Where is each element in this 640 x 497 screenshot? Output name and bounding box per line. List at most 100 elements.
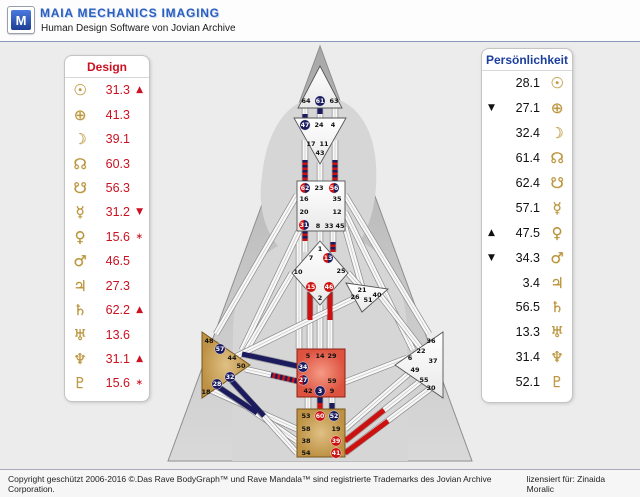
- design-row-mercury: ☿31.2▼: [65, 200, 149, 224]
- pluto-glyph-icon: ♇: [73, 374, 87, 393]
- gate-49: 49: [410, 366, 420, 374]
- gate-15-activation-circle: [305, 281, 317, 293]
- gate-36: 36: [426, 337, 436, 345]
- pers-row-mars: ▼34.3♂: [482, 245, 572, 270]
- gate-26: 26: [350, 293, 360, 301]
- gate-3-activation-circle: [314, 385, 326, 397]
- gate-39-activation-circle: [330, 435, 342, 447]
- gate-40: 40: [372, 291, 382, 299]
- pers-value-saturn: 56.5: [515, 300, 540, 315]
- gate-18: 18: [201, 388, 211, 396]
- design-row-mars: ♂46.5: [65, 249, 149, 273]
- gate-25: 25: [336, 267, 346, 275]
- gate-37: 37: [428, 357, 437, 365]
- gate-64: 64: [301, 97, 311, 105]
- gate-30: 30: [426, 384, 436, 392]
- app-subtitle: Human Design Software von Jovian Archive: [41, 23, 236, 34]
- gate-63: 63: [329, 97, 338, 105]
- design-panel: Design ☉31.3▲⊕41.3☽39.1☊60.3☋56.3☿31.2▼♀…: [64, 55, 150, 402]
- design-value-sun: 31.3: [105, 83, 130, 98]
- gate-31: 31: [300, 222, 309, 229]
- pers-value-uranus: 13.3: [515, 325, 540, 340]
- mercury-glyph-icon: ☿: [75, 203, 85, 222]
- gate-1: 1: [318, 245, 323, 253]
- design-value-moon: 39.1: [105, 132, 130, 147]
- gate-38: 38: [301, 437, 311, 445]
- gate-19: 19: [331, 425, 341, 433]
- pers-row-south-node: 62.4☋: [482, 171, 572, 196]
- gate-55: 55: [419, 376, 429, 384]
- head-center: [297, 65, 343, 109]
- gate-54: 54: [301, 449, 311, 457]
- gate-57-activation-circle: [214, 343, 226, 355]
- copyright-text: Copyright geschützt 2006-2016 ©.Das Rave…: [8, 473, 492, 494]
- pers-value-neptune: 31.4: [515, 350, 540, 365]
- gate-9: 9: [330, 387, 335, 395]
- pers-row-pluto: 52.1♇: [482, 370, 572, 395]
- gate-31-activation-circle: [298, 219, 310, 231]
- sun-glyph-icon: ☉: [73, 81, 87, 100]
- gate-27: 27: [299, 377, 308, 384]
- design-marker-sun: ▲: [136, 85, 143, 96]
- gate-60: 60: [316, 413, 325, 420]
- gate-44: 44: [227, 354, 237, 362]
- uranus-glyph-icon: ♅: [73, 325, 87, 344]
- design-value-south-node: 56.3: [105, 180, 130, 195]
- pers-row-earth: ▼27.1⊕: [482, 96, 572, 121]
- app-title: MAIA MECHANICS IMAGING: [40, 6, 220, 20]
- jupiter-glyph-icon: ♃: [73, 276, 87, 295]
- earth-glyph-icon: ⊕: [550, 99, 564, 118]
- personality-panel: Persönlichkeit 28.1☉▼27.1⊕32.4☽61.4☊62.4…: [481, 48, 573, 403]
- gate-53: 53: [301, 412, 310, 420]
- earth-glyph-icon: ⊕: [73, 105, 87, 124]
- gate-12: 12: [332, 208, 341, 216]
- gate-50: 50: [236, 362, 246, 370]
- pers-value-jupiter: 3.4: [522, 275, 540, 290]
- gate-47: 47: [301, 122, 310, 129]
- gate-11: 11: [319, 140, 329, 148]
- gate-4: 4: [331, 121, 336, 129]
- gate-61-activation-circle: [314, 95, 326, 107]
- pers-row-jupiter: 3.4♃: [482, 270, 572, 295]
- gate-47-activation-circle: [299, 119, 311, 131]
- design-marker-venus: ∗: [135, 231, 143, 242]
- pluto-glyph-icon: ♇: [550, 373, 564, 392]
- gate-32-activation-circle: [224, 371, 236, 383]
- design-value-venus: 15.6: [105, 229, 130, 244]
- gate-33: 33: [324, 222, 333, 230]
- gate-62-activation-circle: [299, 182, 311, 194]
- gate-13: 13: [324, 255, 333, 262]
- saturn-glyph-icon: ♄: [550, 298, 564, 317]
- gate-23: 23: [314, 184, 323, 192]
- gate-51: 51: [363, 296, 373, 304]
- gate-20: 20: [299, 208, 309, 216]
- design-value-saturn: 62.2: [105, 303, 130, 318]
- gate-17: 17: [306, 140, 315, 148]
- north-node-glyph-icon: ☊: [550, 149, 564, 168]
- moon-glyph-icon: ☽: [73, 130, 87, 149]
- mercury-glyph-icon: ☿: [552, 198, 562, 217]
- south-node-glyph-icon: ☋: [73, 178, 87, 197]
- gate-8: 8: [316, 222, 321, 230]
- personality-rows: 28.1☉▼27.1⊕32.4☽61.4☊62.4☋57.1☿▲47.5♀▼34…: [482, 71, 572, 395]
- gate-10: 10: [293, 268, 303, 276]
- design-row-sun: ☉ 31.3 ▲: [65, 78, 149, 102]
- north-node-glyph-icon: ☊: [73, 154, 87, 173]
- gate-22: 22: [416, 347, 425, 355]
- gate-39: 39: [332, 438, 341, 445]
- gate-60-activation-circle: [314, 410, 326, 422]
- pers-row-moon: 32.4☽: [482, 121, 572, 146]
- gate-6: 6: [408, 354, 413, 362]
- mars-glyph-icon: ♂: [73, 252, 87, 271]
- pers-value-earth: 27.1: [515, 101, 540, 116]
- pers-row-venus: ▲47.5♀: [482, 220, 572, 245]
- design-row-pluto: ♇15.6∗: [65, 371, 149, 395]
- pers-row-saturn: 56.5 ♄: [482, 295, 572, 320]
- neptune-glyph-icon: ♆: [73, 350, 87, 369]
- gate-27-activation-circle: [297, 374, 309, 386]
- pers-row-neptune: 31.4♆: [482, 345, 572, 370]
- pers-value-moon: 32.4: [515, 126, 540, 141]
- gate-58: 58: [301, 425, 311, 433]
